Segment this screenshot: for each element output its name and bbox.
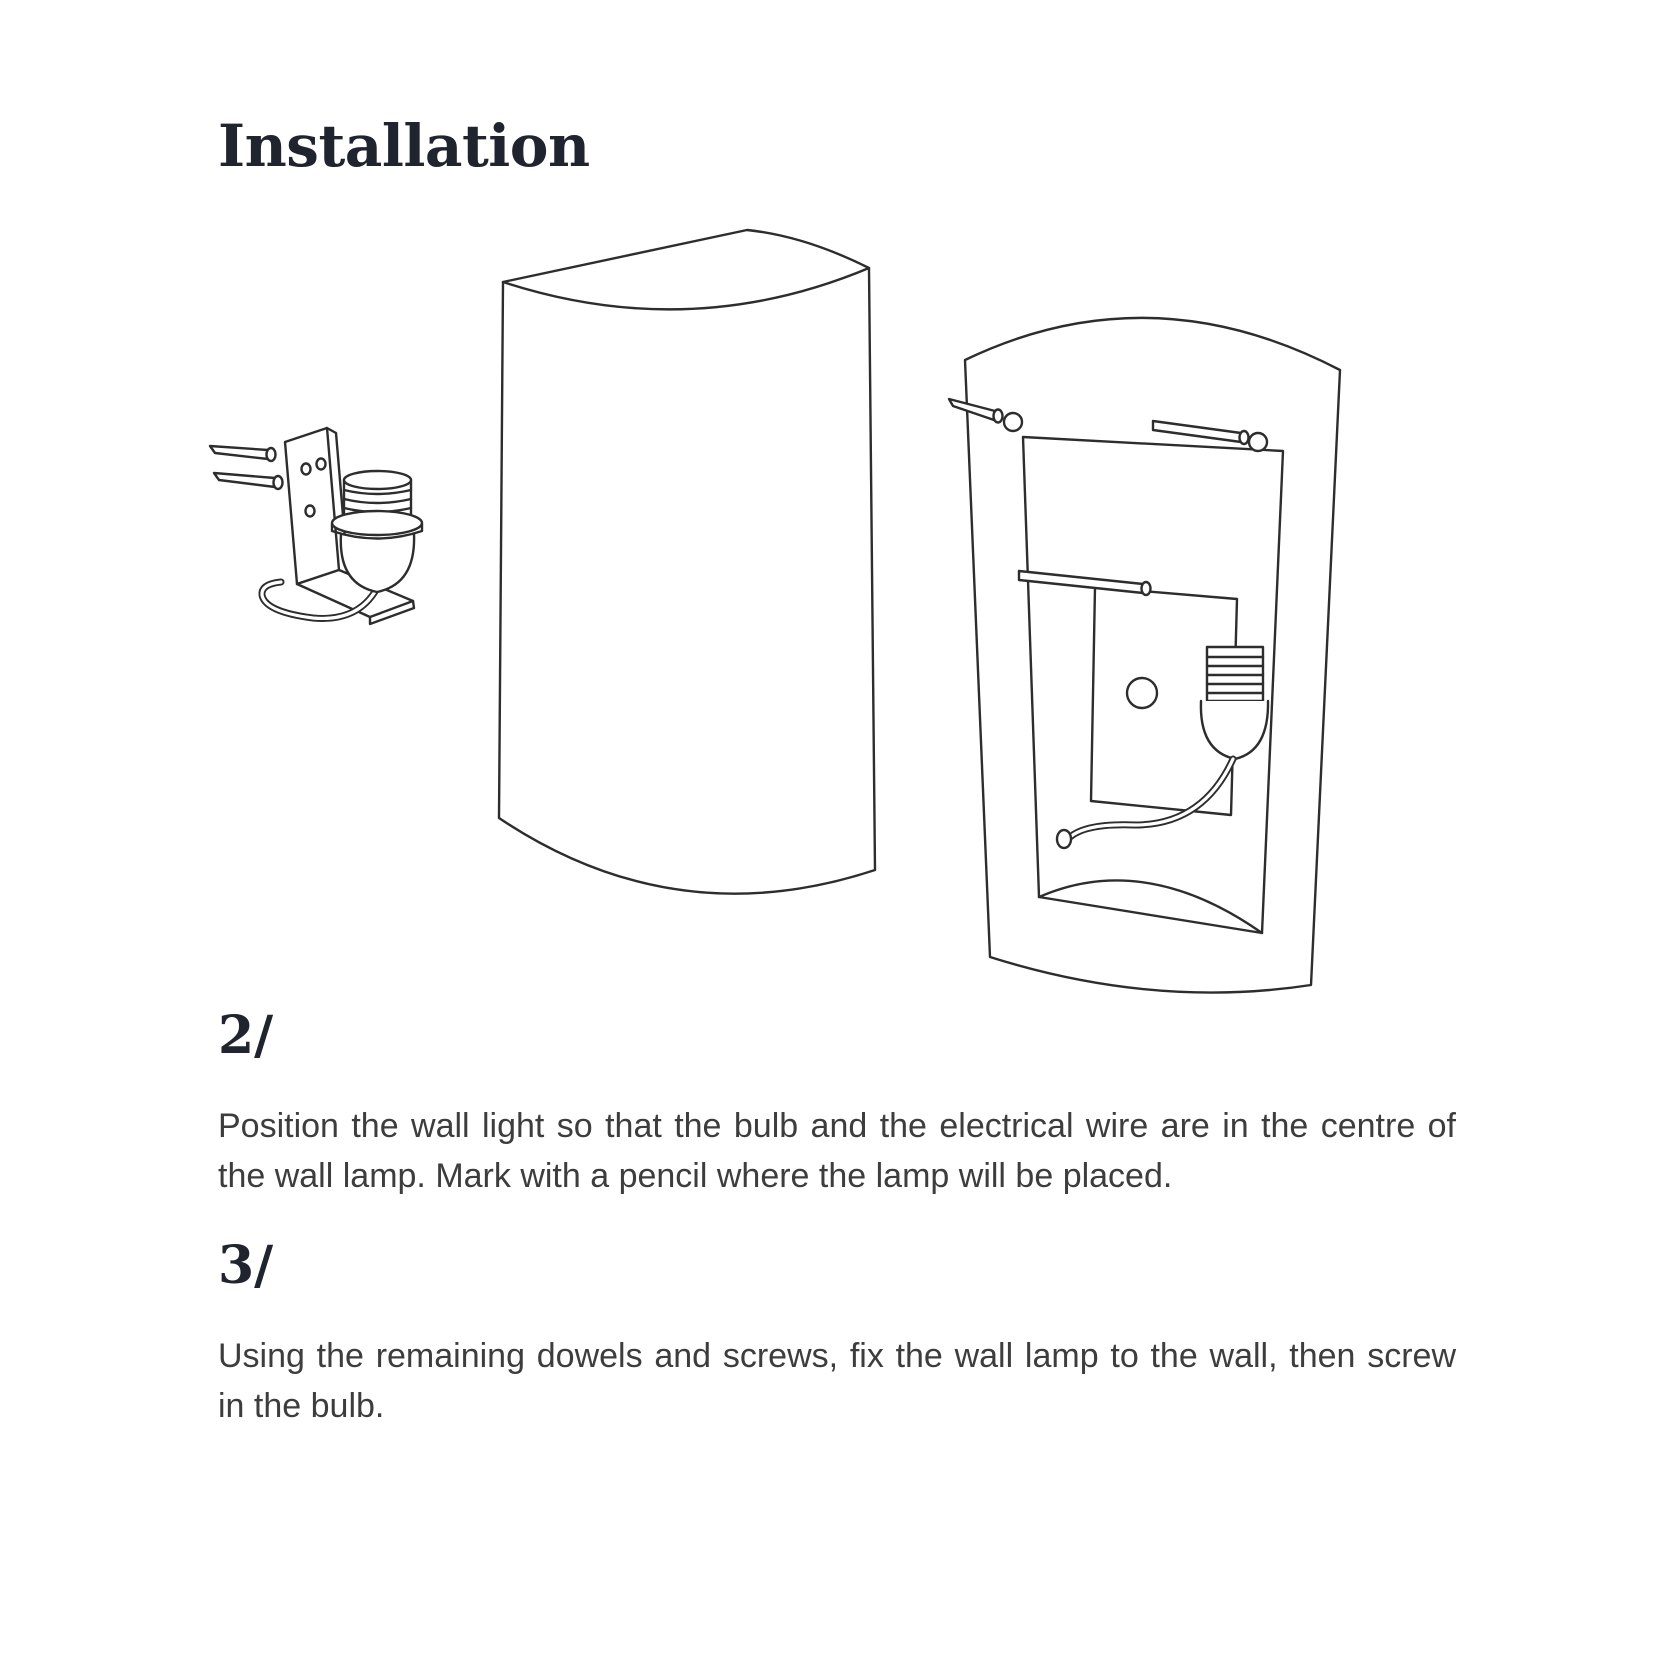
bracket-socket-illustration xyxy=(208,426,424,626)
shade-body xyxy=(497,228,877,895)
lamp-socket-back xyxy=(1199,645,1270,761)
mounting-plate xyxy=(1089,585,1239,817)
electrical-wire xyxy=(1055,755,1237,850)
lampshade-illustration xyxy=(497,228,877,895)
wall-lamp-back-illustration xyxy=(947,316,1342,994)
shade-front-rim xyxy=(501,266,871,311)
mounting-screw-middle xyxy=(1017,569,1152,597)
mounting-screw-top-left xyxy=(947,397,1024,433)
bracket-screws xyxy=(208,444,284,491)
page-title: Installation xyxy=(218,112,590,180)
bracket-plate xyxy=(283,426,416,626)
step-3-number: 3/ xyxy=(218,1235,274,1296)
illustration-area xyxy=(208,228,1342,994)
bracket-wire xyxy=(258,578,380,622)
step-2: 2/ Position the wall light so that the b… xyxy=(218,1005,1456,1202)
step-2-number: 2/ xyxy=(218,1005,274,1066)
mounting-screw-top-right xyxy=(1151,419,1269,453)
step-2-text: Position the wall light so that the bulb… xyxy=(218,1107,1456,1195)
step-3-text: Using the remaining dowels and screws, f… xyxy=(218,1337,1456,1425)
lamp-socket xyxy=(330,469,424,594)
step-3: 3/ Using the remaining dowels and screws… xyxy=(218,1235,1456,1432)
